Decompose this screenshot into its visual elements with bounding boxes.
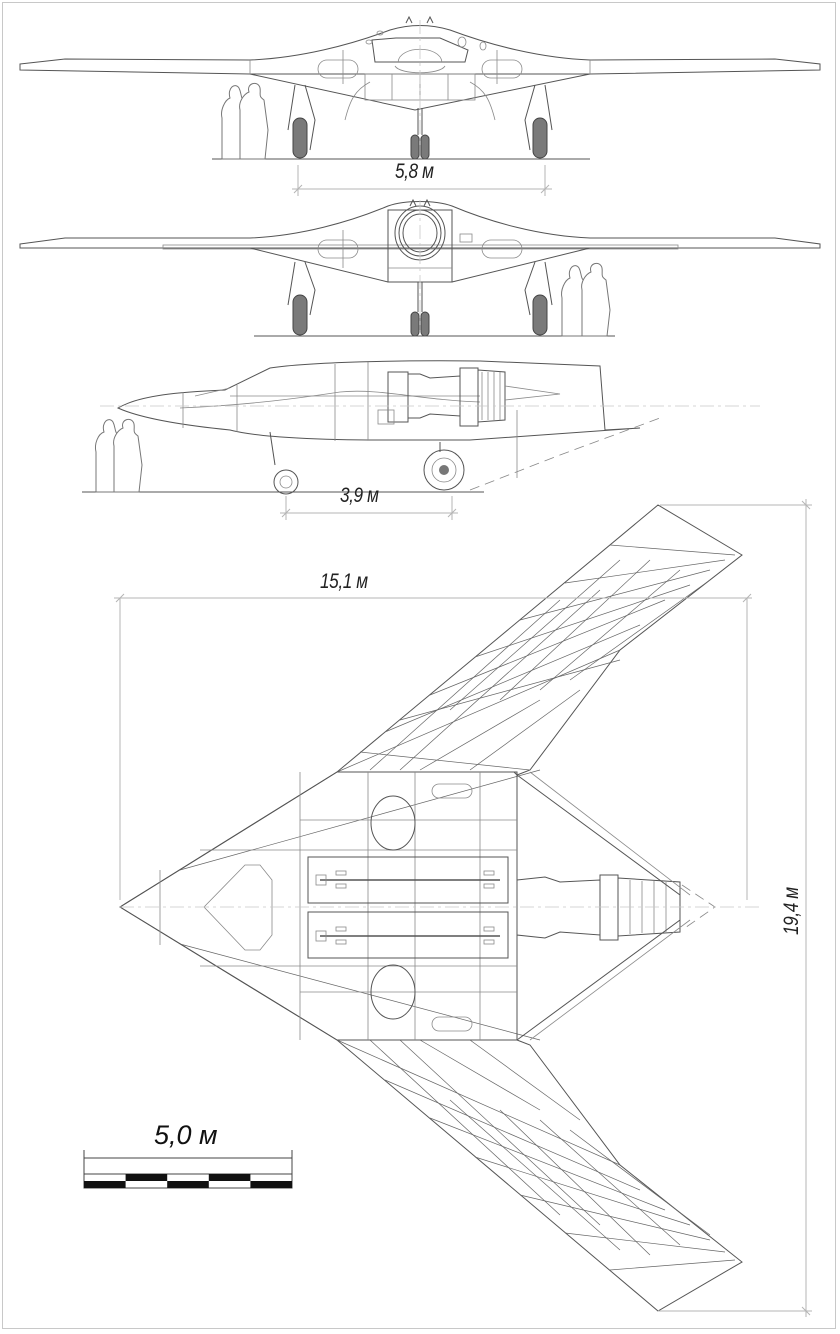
label-wheelbase: 3,9 м: [340, 484, 379, 507]
label-main-gear-track: 5,8 м: [395, 160, 434, 183]
top-view: [119, 504, 760, 1312]
front-view: [19, 15, 821, 160]
dimension-wingspan: [658, 499, 812, 1317]
dimension-length: [114, 593, 752, 900]
side-view: [82, 360, 760, 495]
label-length: 15,1 м: [320, 570, 368, 593]
label-wingspan: 19,4 м: [780, 887, 803, 935]
rear-view: [19, 198, 821, 337]
scale-bar-label: 5,0 м: [154, 1120, 218, 1150]
dimension-wheelbase: [280, 496, 458, 520]
scale-bar: [83, 1150, 293, 1189]
dimension-main-gear-track: [292, 165, 552, 196]
